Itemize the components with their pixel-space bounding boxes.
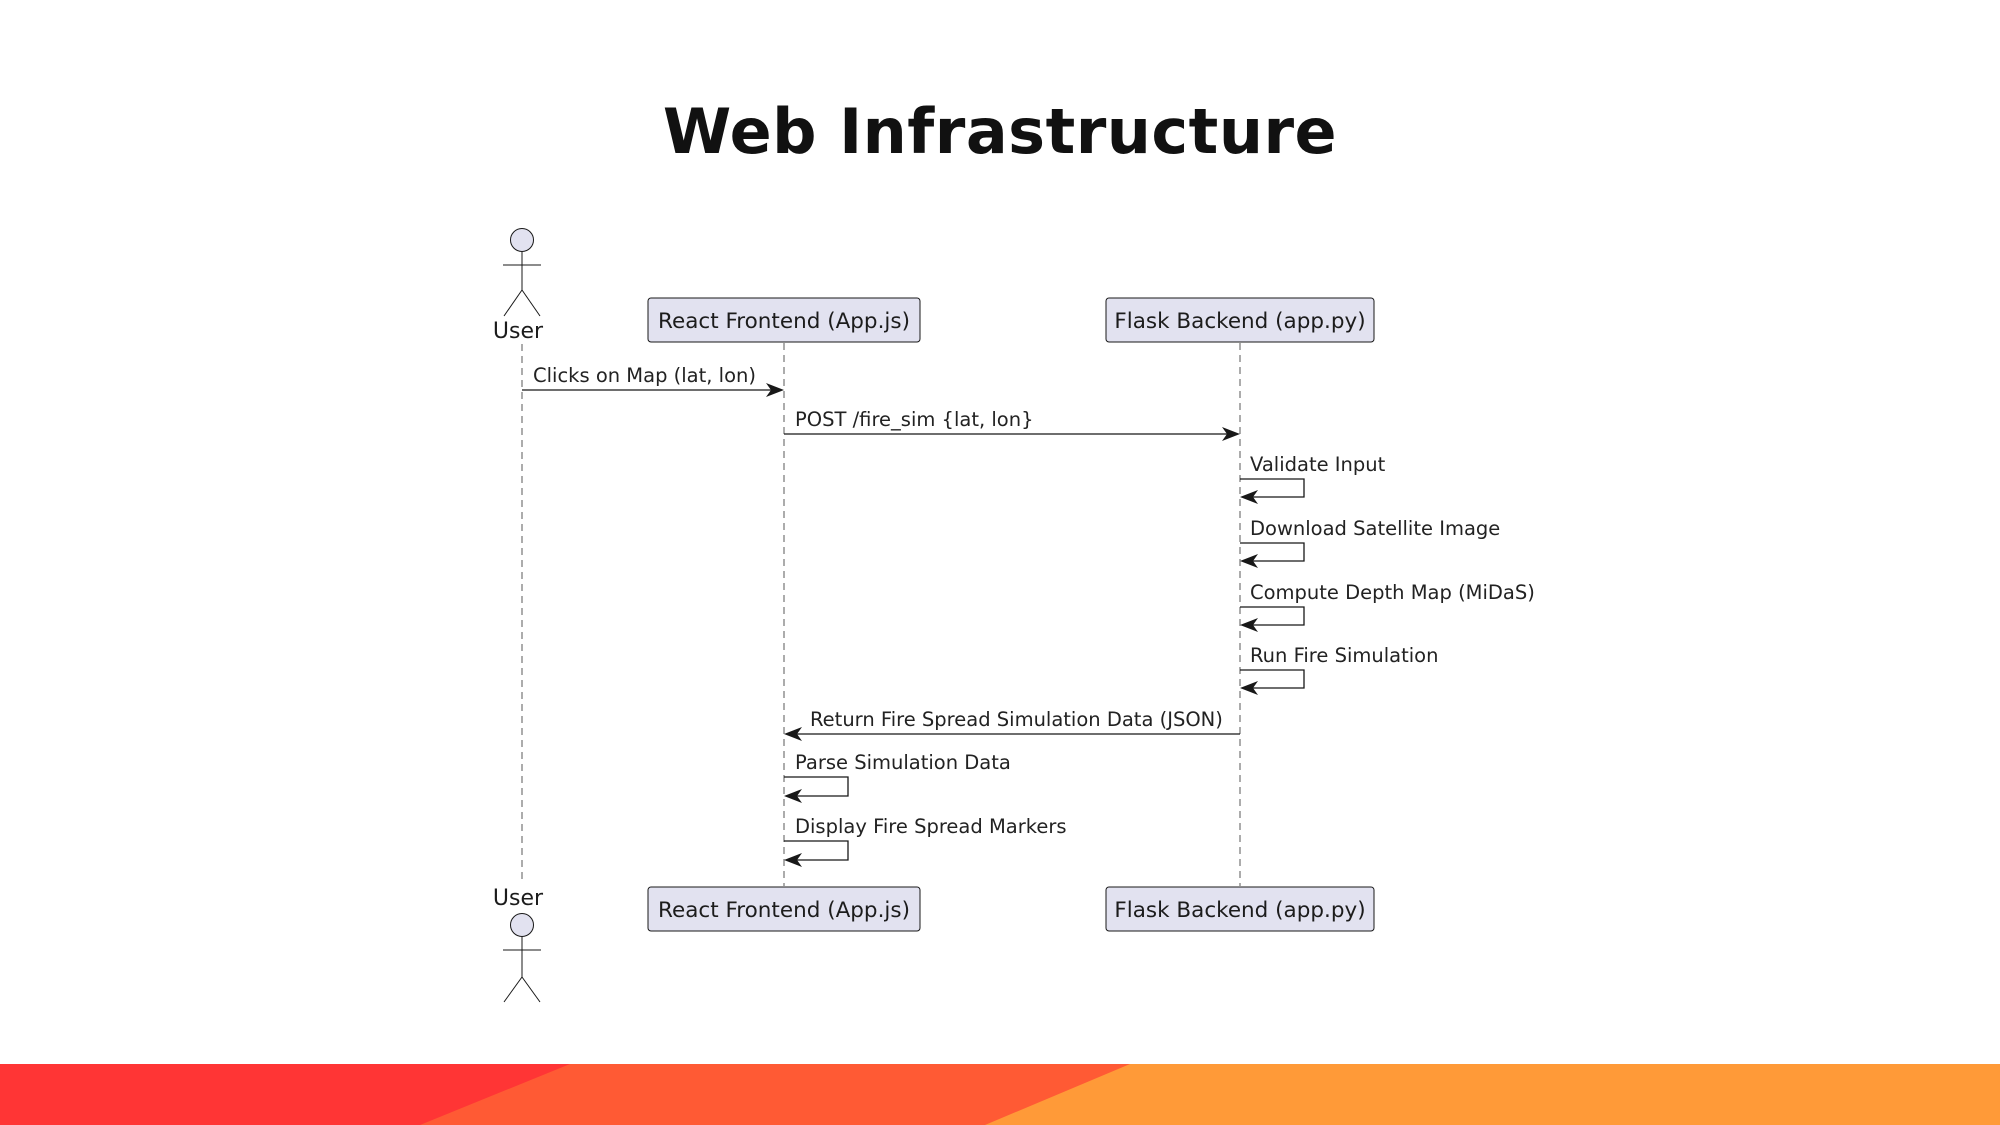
message-label: Parse Simulation Data	[795, 751, 1011, 774]
participant-backend-top: Flask Backend (app.py)	[1105, 297, 1375, 343]
actor-head	[510, 228, 534, 252]
actor-user-top: User	[493, 228, 544, 344]
message-run-fire-simulation: Run Fire Simulation	[1240, 644, 1438, 695]
message-label: Return Fire Spread Simulation Data (JSON…	[810, 708, 1223, 731]
actor-head	[510, 913, 534, 937]
self-arrow	[1240, 542, 1305, 562]
self-arrow	[1240, 478, 1305, 498]
arrowhead	[1222, 427, 1240, 441]
message-post-fire-sim: POST /fire_sim {lat, lon}	[784, 408, 1240, 441]
participant-box	[1105, 297, 1375, 343]
message-parse-simulation-data: Parse Simulation Data	[784, 751, 1011, 803]
participant-frontend-top: React Frontend (App.js)	[647, 297, 921, 343]
self-arrow	[1240, 669, 1305, 689]
message-clicks-on-map: Clicks on Map (lat, lon)	[522, 364, 784, 397]
actor-user-label-bottom: User	[493, 886, 544, 911]
message-display-fire-markers: Display Fire Spread Markers	[784, 815, 1067, 867]
participant-frontend-label-top: React Frontend (App.js)	[658, 309, 910, 334]
self-arrow	[784, 840, 849, 861]
participant-box	[1105, 886, 1375, 932]
arrowhead	[1240, 490, 1258, 504]
participant-backend-bottom: Flask Backend (app.py)	[1105, 886, 1375, 932]
participant-frontend-label-bottom: React Frontend (App.js)	[658, 898, 910, 923]
slide-title: Web Infrastructure	[662, 95, 1338, 168]
actor-leg-right	[521, 289, 541, 317]
message-label: Download Satellite Image	[1250, 517, 1500, 540]
participant-box	[647, 886, 921, 932]
message-label: Clicks on Map (lat, lon)	[533, 364, 756, 387]
arrowhead	[1240, 681, 1258, 695]
actor-leg-left	[503, 289, 523, 317]
message-validate-input: Validate Input	[1240, 453, 1386, 504]
arrowhead	[1240, 554, 1258, 568]
message-compute-depth-map: Compute Depth Map (MiDaS)	[1240, 581, 1535, 632]
message-label: POST /fire_sim {lat, lon}	[795, 408, 1034, 431]
message-label: Validate Input	[1250, 453, 1386, 476]
actor-leg-right	[521, 976, 541, 1003]
message-download-satellite: Download Satellite Image	[1240, 517, 1500, 568]
participant-backend-label-top: Flask Backend (app.py)	[1114, 309, 1365, 334]
message-return-simulation-data: Return Fire Spread Simulation Data (JSON…	[784, 708, 1240, 741]
self-arrow	[784, 776, 849, 797]
arrowhead	[784, 727, 802, 741]
actor-user-label-top: User	[493, 319, 544, 344]
arrowhead	[1240, 618, 1258, 632]
participant-frontend-bottom: React Frontend (App.js)	[647, 886, 921, 932]
arrowhead	[784, 853, 802, 867]
actor-leg-left	[503, 976, 523, 1003]
self-arrow	[1240, 606, 1305, 626]
message-label: Run Fire Simulation	[1250, 644, 1438, 667]
message-label: Compute Depth Map (MiDaS)	[1250, 581, 1535, 604]
actor-user-bottom: User	[493, 886, 544, 1003]
participant-backend-label-bottom: Flask Backend (app.py)	[1114, 898, 1365, 923]
band-red	[0, 1064, 570, 1125]
sequence-diagram: User React Frontend (App.js) Flask Backe…	[493, 228, 1535, 1003]
arrowhead	[784, 789, 802, 803]
arrowhead	[766, 383, 784, 397]
participant-box	[647, 297, 921, 343]
decorative-footer-band	[0, 1064, 2000, 1125]
message-label: Display Fire Spread Markers	[795, 815, 1067, 838]
